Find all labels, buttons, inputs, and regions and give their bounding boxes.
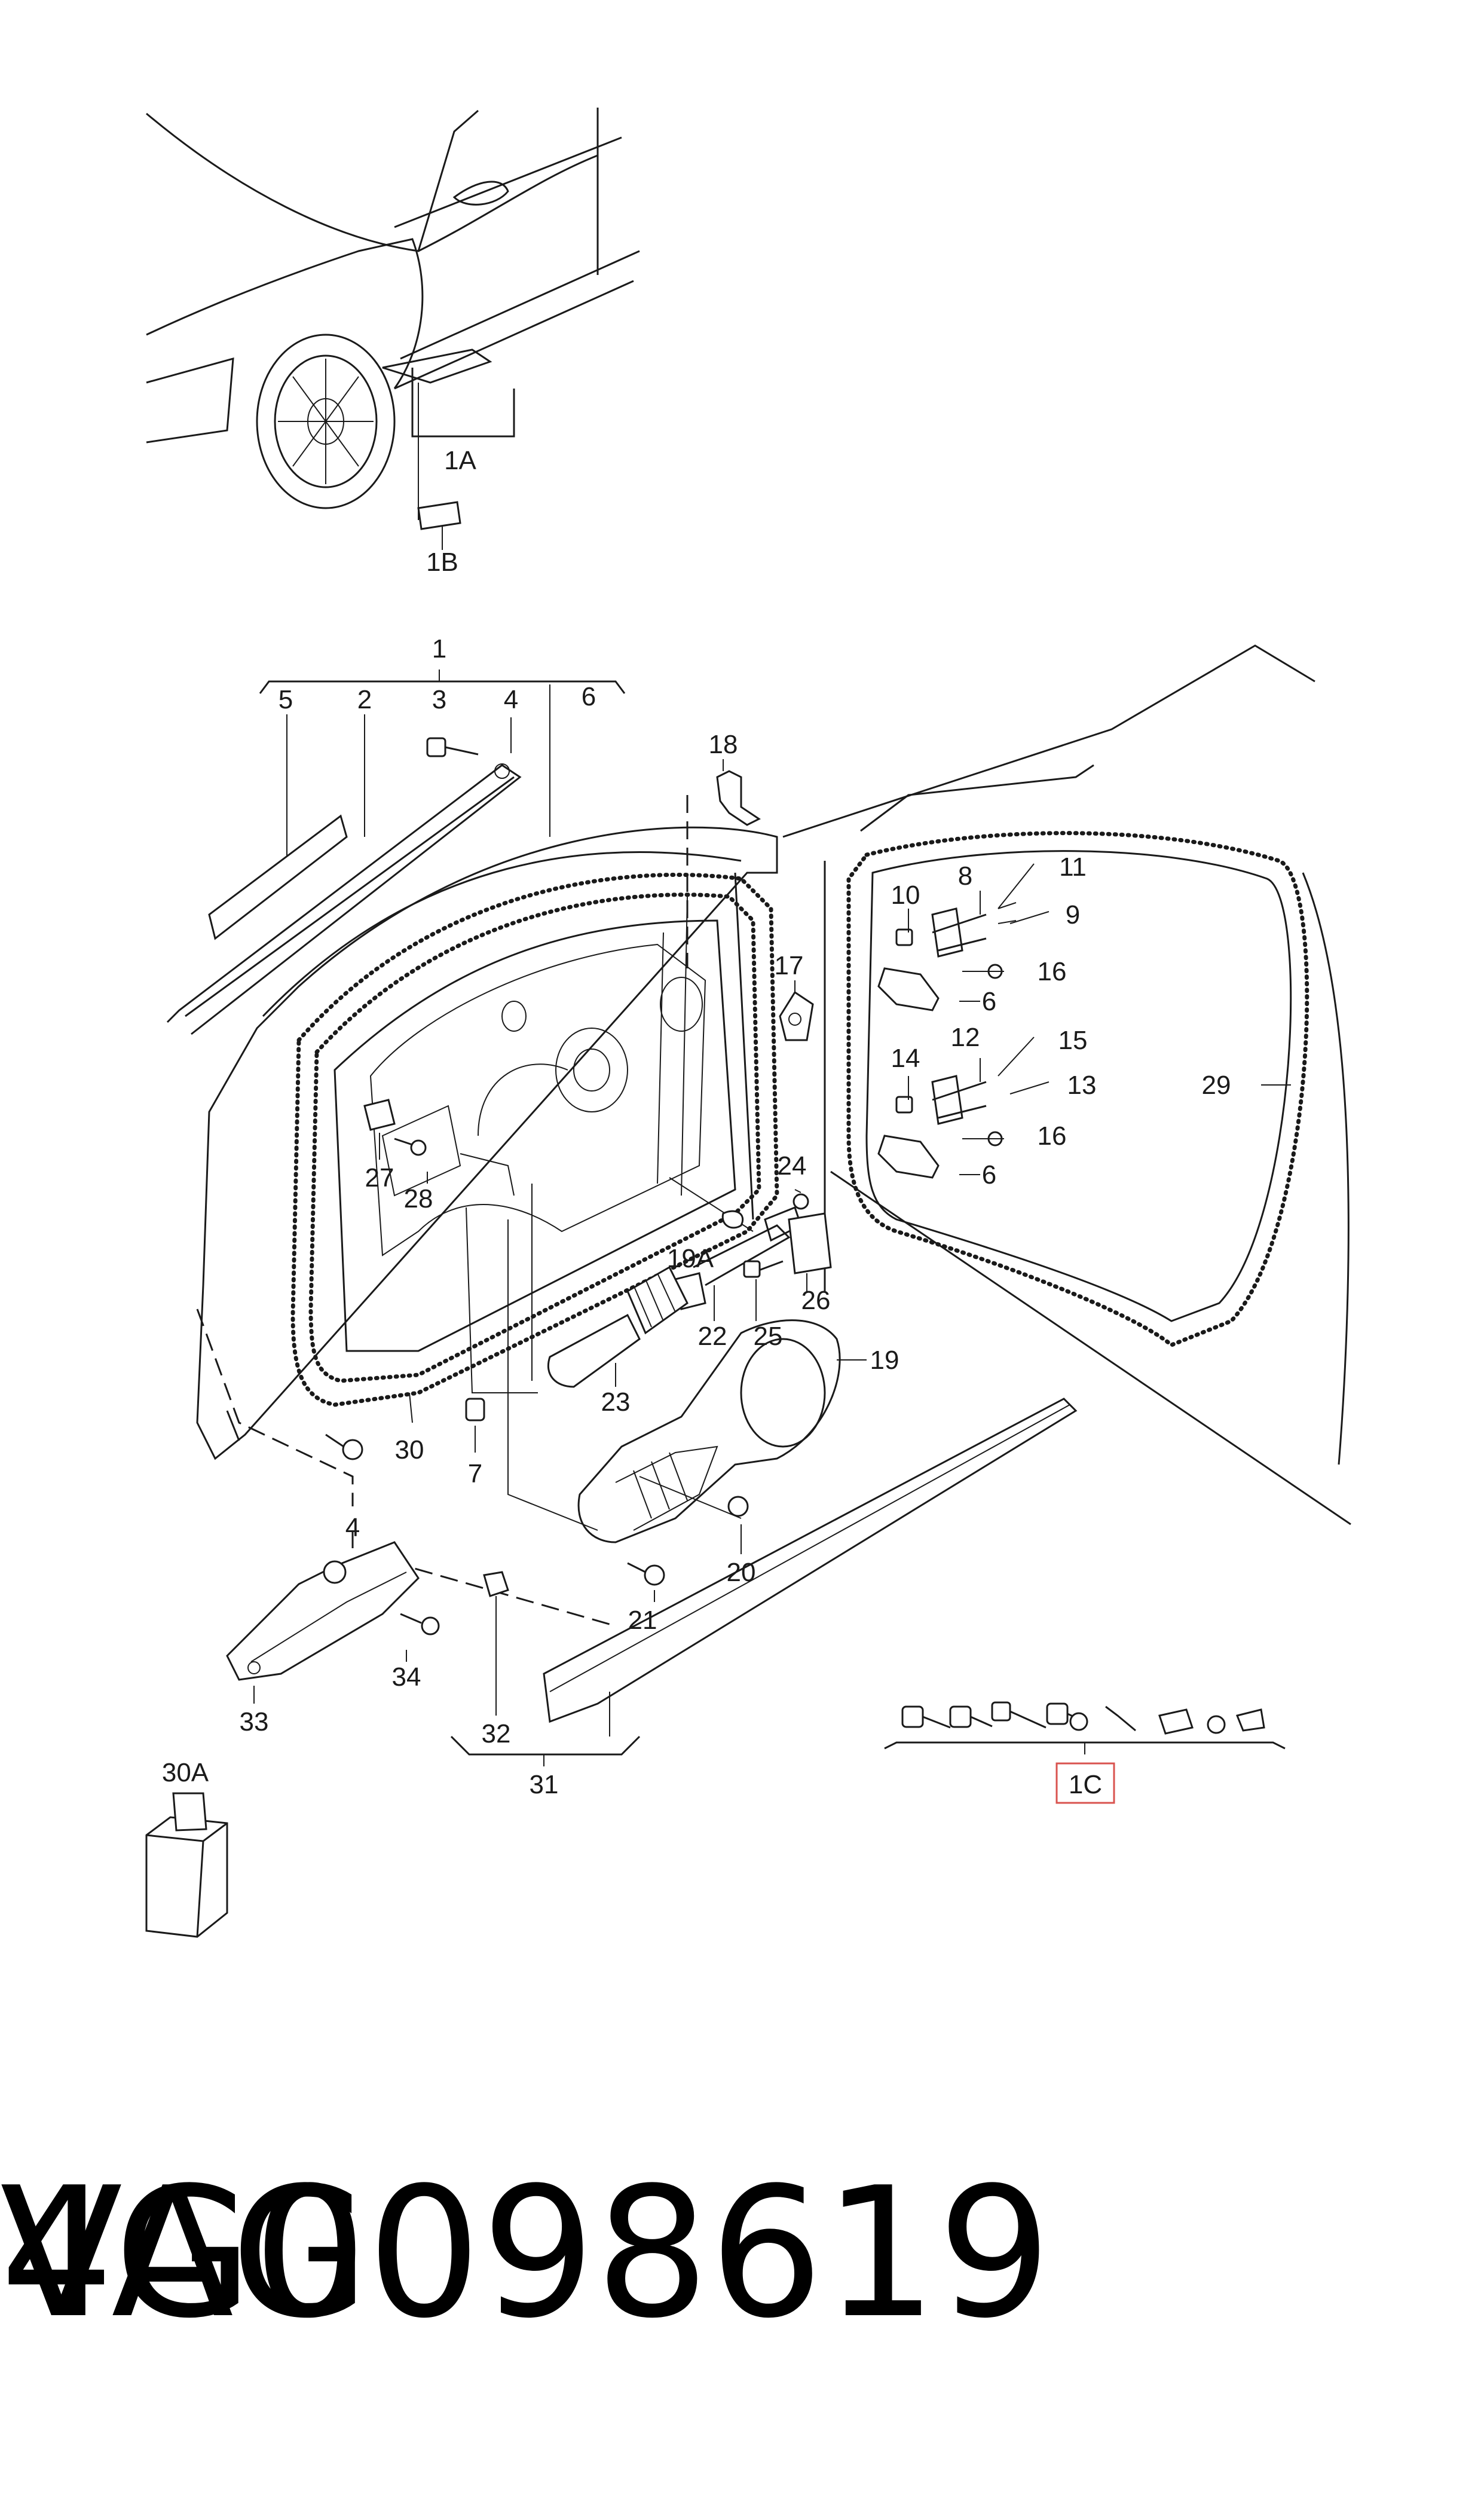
leader-lines <box>253 759 1291 1704</box>
screw-27-28 <box>363 1099 427 1156</box>
highlight-box <box>1055 1762 1115 1804</box>
callout-labels: 1A 1B 1 5 2 3 4 6 18 17 8 10 11 9 16 6 1… <box>162 446 1231 1799</box>
callout-34: 34 <box>392 1662 421 1692</box>
callout-30: 30 <box>395 1435 424 1465</box>
callout-4-lower: 4 <box>345 1513 360 1542</box>
callout-19: 19 <box>870 1346 899 1375</box>
screw-icon <box>400 1613 440 1635</box>
callout-13: 13 <box>1067 1071 1097 1100</box>
screw-icon <box>991 1701 1047 1729</box>
callout-31: 31 <box>530 1770 559 1799</box>
callout-3: 3 <box>432 685 446 714</box>
hinge-lower <box>877 1075 1003 1179</box>
callout-6: 6 <box>582 682 596 711</box>
screw-icon <box>901 1705 951 1729</box>
trim-strips <box>166 737 522 1035</box>
lower-parts <box>196 1309 1078 1766</box>
callout-7: 7 <box>468 1459 482 1488</box>
screw-icon <box>426 737 479 757</box>
callout-6-lower: 6 <box>982 1160 996 1190</box>
clip-icon <box>483 1571 509 1597</box>
body-opening <box>782 644 1351 1526</box>
screw-icon <box>727 1496 749 1517</box>
callout-1C: 1C <box>1069 1770 1102 1799</box>
callout-15: 15 <box>1058 1026 1088 1055</box>
callout-9: 9 <box>1066 900 1080 930</box>
brand-name: VAG <box>0 2149 370 2358</box>
callout-8: 8 <box>958 861 972 891</box>
callout-23: 23 <box>601 1387 631 1417</box>
callout-33: 33 <box>240 1707 269 1737</box>
group-bracket-1 <box>259 669 626 861</box>
screw-icon <box>949 1705 993 1728</box>
callout-19A: 19A <box>667 1244 714 1273</box>
callout-26: 26 <box>801 1286 831 1315</box>
screw-icon <box>627 1562 665 1586</box>
callout-29: 29 <box>1202 1071 1231 1100</box>
screw-icon <box>465 1398 485 1421</box>
callout-27: 27 <box>365 1163 394 1193</box>
callout-14: 14 <box>891 1044 920 1073</box>
callout-6-upper: 6 <box>982 987 996 1016</box>
clip-icon <box>1235 1708 1265 1732</box>
door-assembly <box>196 795 779 1460</box>
callout-22: 22 <box>698 1322 727 1351</box>
callout-10: 10 <box>891 881 920 910</box>
callout-2: 2 <box>357 685 372 714</box>
clip-icon <box>1207 1715 1226 1734</box>
callout-5: 5 <box>279 685 293 714</box>
car-overview <box>146 108 640 550</box>
nut-icon <box>1069 1712 1088 1731</box>
callout-11: 11 <box>1059 852 1087 882</box>
callout-24: 24 <box>778 1151 807 1181</box>
callout-16-upper: 16 <box>1038 957 1067 986</box>
callout-4: 4 <box>504 685 518 714</box>
callout-20: 20 <box>727 1558 756 1587</box>
callout-30A: 30A <box>162 1758 209 1787</box>
callout-16-lower: 16 <box>1038 1121 1067 1151</box>
callout-1B: 1B <box>426 548 458 577</box>
screw-icon <box>323 1560 347 1584</box>
callout-28: 28 <box>404 1184 433 1213</box>
rivet-icon <box>1105 1705 1136 1732</box>
callout-1: 1 <box>432 634 446 664</box>
callout-18: 18 <box>709 730 738 759</box>
part-number: 4G0098619 <box>0 2149 1052 2358</box>
fastener-kit <box>884 1701 1286 1804</box>
bottle-icon <box>145 1792 228 1938</box>
callout-17: 17 <box>775 951 804 980</box>
screw-icon <box>743 1260 784 1278</box>
callout-32: 32 <box>482 1719 511 1748</box>
parts-cluster <box>465 770 841 1586</box>
screw-icon <box>325 1433 363 1460</box>
callout-12: 12 <box>951 1023 980 1052</box>
callout-21: 21 <box>628 1606 657 1635</box>
callout-25: 25 <box>754 1322 783 1351</box>
callout-1A: 1A <box>444 446 476 475</box>
clip-icon <box>1158 1708 1194 1735</box>
